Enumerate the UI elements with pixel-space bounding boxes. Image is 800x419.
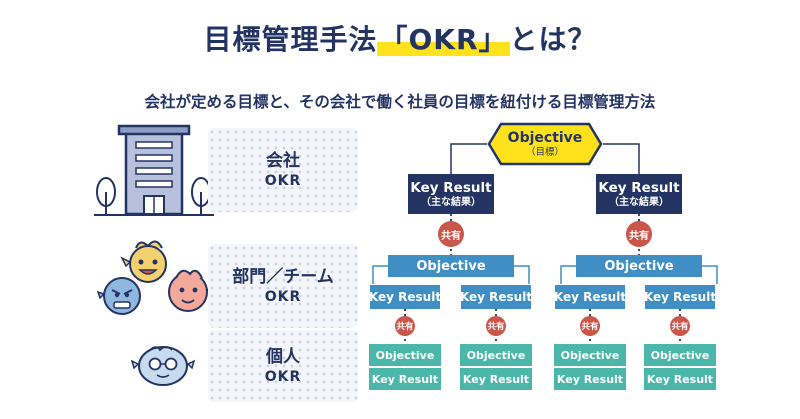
level-individual-okr: OKR bbox=[264, 369, 302, 385]
level3-objective: Objective bbox=[554, 344, 626, 366]
level-company-okr: OKR bbox=[264, 173, 302, 189]
level3-objective: Objective bbox=[369, 344, 441, 366]
level2-objective-left: Objective bbox=[388, 255, 514, 277]
level3-key-result: Key Result bbox=[644, 368, 716, 390]
top-objective: Objective （目標） bbox=[487, 122, 603, 166]
level2-key-result: Key Result bbox=[644, 285, 716, 309]
level-label-department: 部門／チーム OKR bbox=[212, 266, 354, 306]
title-suffix: とは？ bbox=[509, 23, 597, 56]
title-highlight: 「OKR」 bbox=[377, 23, 510, 56]
level2-key-result: Key Result bbox=[460, 285, 532, 309]
level3-key-result: Key Result bbox=[369, 368, 441, 390]
share-badge: 共有 bbox=[438, 221, 464, 247]
level1-key-result-left-label: Key Result bbox=[410, 179, 492, 196]
level1-key-result-left: Key Result （主な結果） bbox=[408, 174, 494, 214]
top-objective-shape bbox=[487, 122, 603, 166]
share-badge: 共有 bbox=[395, 316, 415, 336]
individual-character-icon bbox=[130, 346, 196, 386]
level3-objective: Objective bbox=[460, 344, 532, 366]
level1-key-result-left-sub: （主な結果） bbox=[421, 196, 481, 208]
level-label-individual: 個人 OKR bbox=[212, 346, 354, 386]
level-department-okr: OKR bbox=[264, 289, 302, 305]
level1-key-result-right-label: Key Result bbox=[598, 179, 680, 196]
team-characters-icon bbox=[96, 240, 217, 315]
level-panel-department bbox=[208, 244, 358, 328]
level-individual-name: 個人 bbox=[266, 347, 300, 367]
subtitle: 会社が定める目標と、その会社で働く社員の目標を紐付ける目標管理方法 bbox=[144, 93, 656, 111]
level-panel-individual bbox=[208, 330, 358, 402]
page-title: 目標管理手法「OKR」とは？ bbox=[0, 18, 800, 58]
title-prefix: 目標管理手法 bbox=[203, 23, 378, 56]
level1-key-result-right: Key Result （主な結果） bbox=[596, 174, 682, 214]
level2-key-result: Key Result bbox=[369, 285, 441, 309]
top-objective-sub: （目標） bbox=[525, 146, 564, 158]
company-building-icon bbox=[94, 124, 214, 216]
share-badge: 共有 bbox=[486, 316, 506, 336]
share-badge: 共有 bbox=[670, 316, 690, 336]
level-label-company: 会社 OKR bbox=[212, 150, 354, 190]
level3-key-result: Key Result bbox=[554, 368, 626, 390]
level-panel-company bbox=[208, 128, 358, 212]
share-badge: 共有 bbox=[626, 221, 652, 247]
level3-key-result: Key Result bbox=[460, 368, 532, 390]
level2-objective-right: Objective bbox=[576, 255, 702, 277]
level-company-name: 会社 bbox=[266, 151, 300, 171]
level2-key-result: Key Result bbox=[554, 285, 626, 309]
level1-key-result-right-sub: （主な結果） bbox=[609, 196, 669, 208]
level3-objective: Objective bbox=[644, 344, 716, 366]
top-objective-label: Objective bbox=[507, 129, 583, 146]
level-department-name: 部門／チーム bbox=[232, 267, 334, 287]
share-badge: 共有 bbox=[580, 316, 600, 336]
